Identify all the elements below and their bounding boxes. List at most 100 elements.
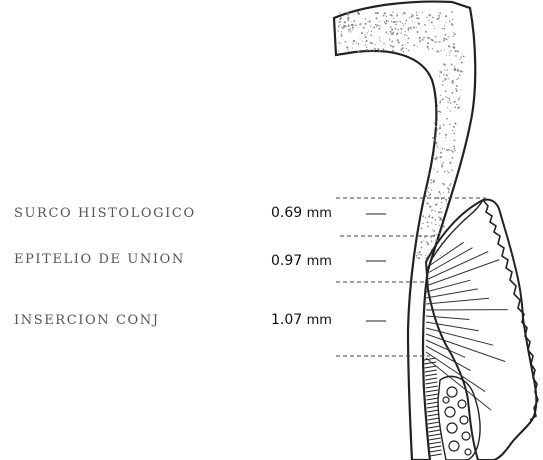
ligament-hatch [427, 414, 439, 416]
marrow-space [447, 423, 457, 433]
stipple-dot [338, 25, 340, 27]
stipple-dot [455, 55, 457, 57]
stipple-dot [425, 31, 427, 33]
stipple-dot [416, 14, 418, 16]
stipple-dot [449, 162, 451, 164]
stipple-dot [444, 25, 445, 26]
stipple-dot [353, 24, 354, 25]
stipple-dot [379, 37, 380, 38]
stipple-dot [416, 12, 417, 13]
stipple-dot [445, 137, 446, 138]
stipple-dot [417, 46, 418, 47]
sulcular-epithelium [430, 200, 483, 262]
marrow-space [445, 407, 455, 417]
stipple-dot [440, 208, 441, 209]
stipple-dot [367, 21, 368, 22]
stipple-dot [454, 101, 456, 103]
marrow-space [447, 387, 457, 397]
stipple-dot [393, 18, 394, 19]
stipple-dot [419, 37, 421, 39]
stipple-dot [452, 157, 454, 159]
stipple-dot [435, 224, 437, 226]
stipple-dot [405, 44, 406, 45]
stipple-dot [416, 255, 417, 256]
stipple-dot [451, 23, 453, 25]
stipple-dot [366, 47, 367, 48]
stipple-dot [396, 15, 398, 17]
stipple-dot [402, 44, 404, 46]
stipple-dot [347, 46, 349, 48]
label-insercion-conj: INSERCION CONJ [14, 313, 160, 328]
stipple-dot [447, 170, 448, 171]
stipple-dot [341, 34, 343, 36]
stipple-dot [444, 78, 445, 79]
stipple-dot [446, 74, 448, 76]
stipple-dot [461, 62, 463, 64]
stipple-dot [352, 47, 353, 48]
marrow-space [465, 449, 471, 455]
stipple-dot [343, 28, 344, 29]
stipple-dot [459, 74, 461, 76]
stipple-dot [441, 28, 442, 29]
stipple-dot [460, 89, 461, 90]
stipple-dot [440, 194, 441, 195]
stipple-dot [449, 55, 450, 56]
stipple-dot [386, 16, 387, 17]
stipple-dot [447, 187, 449, 189]
stipple-dot [426, 189, 428, 191]
stipple-dot [416, 31, 418, 33]
stipple-dot [458, 70, 460, 72]
stipple-dot [390, 15, 391, 16]
stipple-dot [366, 32, 367, 33]
ligament-hatch [426, 390, 438, 392]
stipple-dot [427, 243, 429, 245]
stipple-dot [450, 102, 452, 104]
marrow-space [460, 416, 468, 424]
stipple-dot [443, 226, 445, 228]
stipple-dot [373, 27, 375, 29]
fiber-line [426, 280, 470, 292]
stipple-dot [433, 139, 435, 141]
stipple-dot [448, 45, 450, 47]
stipple-dot [400, 21, 402, 23]
stipple-dot [423, 37, 425, 39]
stipple-dot [454, 122, 456, 124]
stipple-dot [395, 24, 397, 26]
stipple-dot [341, 35, 343, 37]
stipple-dot [413, 27, 415, 29]
stipple-dot [453, 32, 454, 33]
stipple-dot [380, 41, 381, 42]
stipple-dot [366, 40, 368, 42]
stipple-dot [402, 47, 404, 49]
stipple-dot [457, 68, 459, 70]
stipple-dot [365, 23, 367, 25]
stipple-dot [432, 17, 434, 19]
stipple-dot [406, 48, 407, 49]
stipple-dot [384, 12, 386, 14]
stipple-dot [435, 137, 436, 138]
stipple-dot [446, 118, 448, 120]
stipple-dot [432, 137, 434, 139]
stipple-dot [401, 32, 402, 33]
stipple-dot [368, 30, 369, 31]
label-surco-histologico: SURCO HISTOLOGICO [14, 206, 196, 221]
stipple-dot [365, 18, 366, 19]
ligament-hatch [425, 374, 437, 376]
stipple-dot [448, 78, 449, 79]
stipple-dot [392, 32, 394, 34]
stipple-dot [460, 56, 462, 58]
stipple-dot [445, 199, 447, 201]
stipple-dot [407, 42, 408, 43]
stipple-dot [428, 188, 429, 189]
stipple-dot [357, 50, 359, 52]
stipple-dot [352, 29, 353, 30]
stipple-dot [453, 47, 455, 49]
marrow-space [449, 441, 459, 451]
stipple-dot [384, 21, 386, 23]
stipple-dot [463, 56, 465, 58]
stipple-dot [391, 21, 392, 22]
stipple-dot [459, 97, 460, 98]
stipple-dot [402, 23, 403, 24]
stipple-dot [440, 50, 441, 51]
stipple-dot [437, 18, 439, 20]
